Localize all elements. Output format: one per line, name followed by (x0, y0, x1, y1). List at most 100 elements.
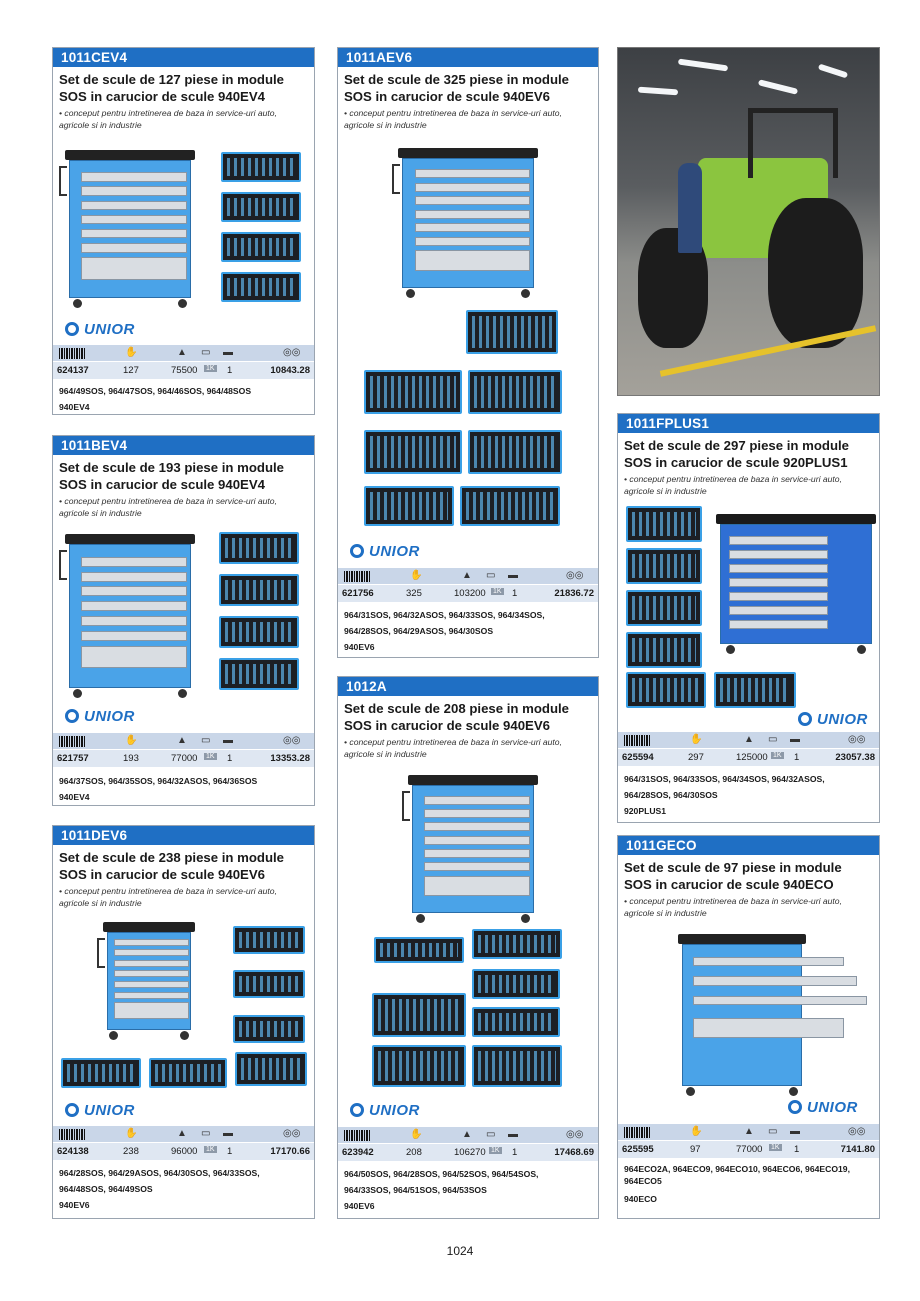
title-line: SOS in carucior de scule 940EV6 (344, 717, 550, 733)
desc-line: • conceput pentru intretinerea de baza i… (344, 108, 562, 118)
hand-icon: ✋ (690, 734, 703, 745)
spec-icons-row: ✋ ▲ ▭ ▬ ◎◎ (338, 1127, 598, 1144)
product-description: • conceput pentru intretinerea de baza i… (53, 105, 314, 131)
desc-line: • conceput pentru intretinerea de baza i… (344, 737, 562, 747)
price-value: 7141.80 (840, 1144, 875, 1155)
tool-tray-image (221, 152, 301, 182)
product-card: 1012A Set de scule de 208 piese in modul… (337, 676, 599, 1219)
title-line: SOS in carucior de scule 940EV6 (59, 866, 265, 882)
product-title: Set de scule de 127 piese in module SOS … (53, 67, 314, 105)
desc-line: • conceput pentru intretinerea de baza i… (59, 886, 277, 896)
tool-tray-image (714, 672, 796, 708)
sets-line: 964/28SOS, 964/29ASOS, 964/30SOS, 964/33… (59, 1168, 260, 1178)
coins-icon: ◎◎ (283, 1128, 301, 1139)
weight-icon: ▲ (744, 1126, 754, 1137)
weight-value: 96000 (171, 1146, 198, 1157)
title-line: Set de scule de 208 piese in module (344, 701, 570, 716)
tool-tray-image (472, 969, 560, 999)
price-value: 13353.28 (270, 753, 310, 764)
brand-logo: UNIOR (788, 1099, 858, 1116)
piece-count: 208 (406, 1147, 422, 1158)
unit-badge: 1K (204, 1146, 217, 1153)
title-line: SOS in carucior de scule 940EV6 (344, 88, 550, 104)
article-number: 623942 (342, 1147, 374, 1158)
product-title: Set de scule de 208 piese in module SOS … (338, 696, 598, 734)
tool-tray-image (233, 970, 305, 998)
product-image (53, 528, 314, 703)
title-line: Set de scule de 97 piese in module (624, 860, 842, 875)
sets-line: 964ECO5 (624, 1176, 662, 1186)
spec-table: ✋ ▲ ▭ ▬ ◎◎ 625594 297 125000 1K 1 23057.… (618, 732, 879, 766)
sets-line: 964/37SOS, 964/35SOS, 964/32ASOS, 964/36… (59, 776, 258, 786)
tool-tray-image (219, 658, 299, 690)
tool-cart-image (59, 150, 195, 308)
tool-tray-image (372, 993, 466, 1037)
tool-tray-image (626, 590, 702, 626)
tool-tray-image (626, 506, 702, 542)
product-image (338, 769, 598, 1099)
tool-tray-image (466, 310, 558, 354)
spec-values-row: 625595 97 77000 1K 1 7141.80 (618, 1141, 879, 1158)
piece-count: 238 (123, 1146, 139, 1157)
hand-icon: ✋ (125, 1128, 138, 1139)
product-card: 1011DEV6 Set de scule de 238 piese in mo… (52, 825, 315, 1219)
spec-table: ✋ ▲ ▭ ▬ ◎◎ 624137 127 75500 1K 1 10843.2… (53, 345, 314, 379)
sets-line: 940EV6 (59, 1200, 90, 1210)
weight-value: 103200 (454, 588, 486, 599)
pack-quantity: 1 (227, 753, 233, 764)
product-description: • conceput pentru intretinerea de baza i… (338, 734, 598, 760)
spec-table: ✋ ▲ ▭ ▬ ◎◎ 621757 193 77000 1K 1 13353.2… (53, 733, 314, 767)
product-title: Set de scule de 238 piese in module SOS … (53, 845, 314, 883)
desc-line: agricole si in industrie (344, 749, 427, 759)
ruler-icon: ▬ (508, 570, 518, 581)
piece-count: 127 (123, 365, 139, 376)
article-number: 621757 (57, 753, 89, 764)
tool-tray-image (235, 1052, 307, 1086)
brand-logo: UNIOR (65, 1102, 135, 1119)
title-line: Set de scule de 325 piese in module (344, 72, 570, 87)
unit-badge: 1K (491, 588, 504, 595)
spec-icons-row: ✋ ▲ ▭ ▬ ◎◎ (53, 345, 314, 362)
sets-line: 964ECO2A, 964ECO9, 964ECO10, 964ECO6, 96… (624, 1164, 850, 1174)
brand-logo: UNIOR (798, 711, 868, 728)
piece-count: 297 (688, 752, 704, 763)
barcode-icon (344, 1130, 370, 1141)
tool-tray-image (472, 1045, 562, 1087)
product-image (618, 504, 879, 709)
desc-line: agricole si in industrie (59, 120, 142, 130)
weight-value: 125000 (736, 752, 768, 763)
weight-icon: ▲ (177, 347, 187, 358)
desc-line: agricole si in industrie (59, 508, 142, 518)
hand-icon: ✋ (125, 347, 138, 358)
weight-value: 75500 (171, 365, 198, 376)
product-card: 1011AEV6 Set de scule de 325 piese in mo… (337, 47, 599, 658)
brand-logo: UNIOR (350, 1102, 420, 1119)
barcode-icon (59, 736, 85, 747)
ruler-icon: ▬ (790, 734, 800, 745)
tool-tray-image (219, 574, 299, 606)
article-number: 625594 (622, 752, 654, 763)
article-number: 624138 (57, 1146, 89, 1157)
sets-line: 964/49SOS, 964/47SOS, 964/46SOS, 964/48S… (59, 386, 252, 396)
spec-values-row: 624138 238 96000 1K 1 17170.66 (53, 1143, 314, 1160)
weight-value: 77000 (171, 753, 198, 764)
spec-values-row: 624137 127 75500 1K 1 10843.28 (53, 362, 314, 379)
unit-badge: 1K (204, 365, 217, 372)
barcode-icon (624, 1127, 650, 1138)
desc-line: agricole si in industrie (59, 898, 142, 908)
weight-icon: ▲ (177, 1128, 187, 1139)
tool-cart-image (59, 534, 195, 698)
article-number: 624137 (57, 365, 89, 376)
product-title: Set de scule de 297 piese in module SOS … (618, 433, 879, 471)
product-image (618, 928, 879, 1098)
tool-tray-image (364, 370, 462, 414)
tool-tray-image (221, 272, 301, 302)
article-number: 621756 (342, 588, 374, 599)
tool-cart-image (392, 148, 538, 298)
tool-tray-image (372, 1045, 466, 1087)
sets-line: 964/28SOS, 964/29ASOS, 964/30SOS (344, 626, 494, 636)
desc-line: • conceput pentru intretinerea de baza i… (59, 108, 277, 118)
included-sets: 964/49SOS, 964/47SOS, 964/46SOS, 964/48S… (53, 380, 314, 415)
pack-quantity: 1 (794, 752, 800, 763)
spec-icons-row: ✋ ▲ ▭ ▬ ◎◎ (618, 1124, 879, 1141)
